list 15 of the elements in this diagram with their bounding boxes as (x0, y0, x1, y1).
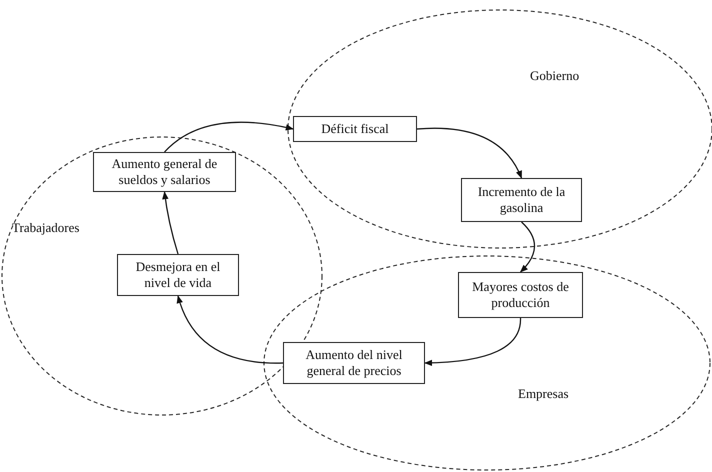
curved-arrow (164, 122, 294, 152)
process-box: Aumento general de sueldos y salarios (93, 152, 236, 192)
curved-arrow (424, 318, 522, 366)
process-box: Desmejora en el nivel de vida (117, 254, 239, 296)
group-label: Trabajadores (12, 220, 80, 236)
process-box: Aumento del nivel general de precios (283, 342, 425, 384)
process-box: Incremento de la gasolina (461, 178, 582, 222)
curved-arrow (520, 222, 536, 273)
curved-arrow (416, 128, 522, 179)
curved-arrow (177, 295, 283, 364)
process-box: Déficit fiscal (293, 116, 417, 142)
group-label: Gobierno (530, 68, 580, 84)
curved-arrow (162, 191, 179, 254)
group-label: Empresas (518, 386, 569, 402)
process-box: Mayores costos de producción (458, 272, 583, 318)
